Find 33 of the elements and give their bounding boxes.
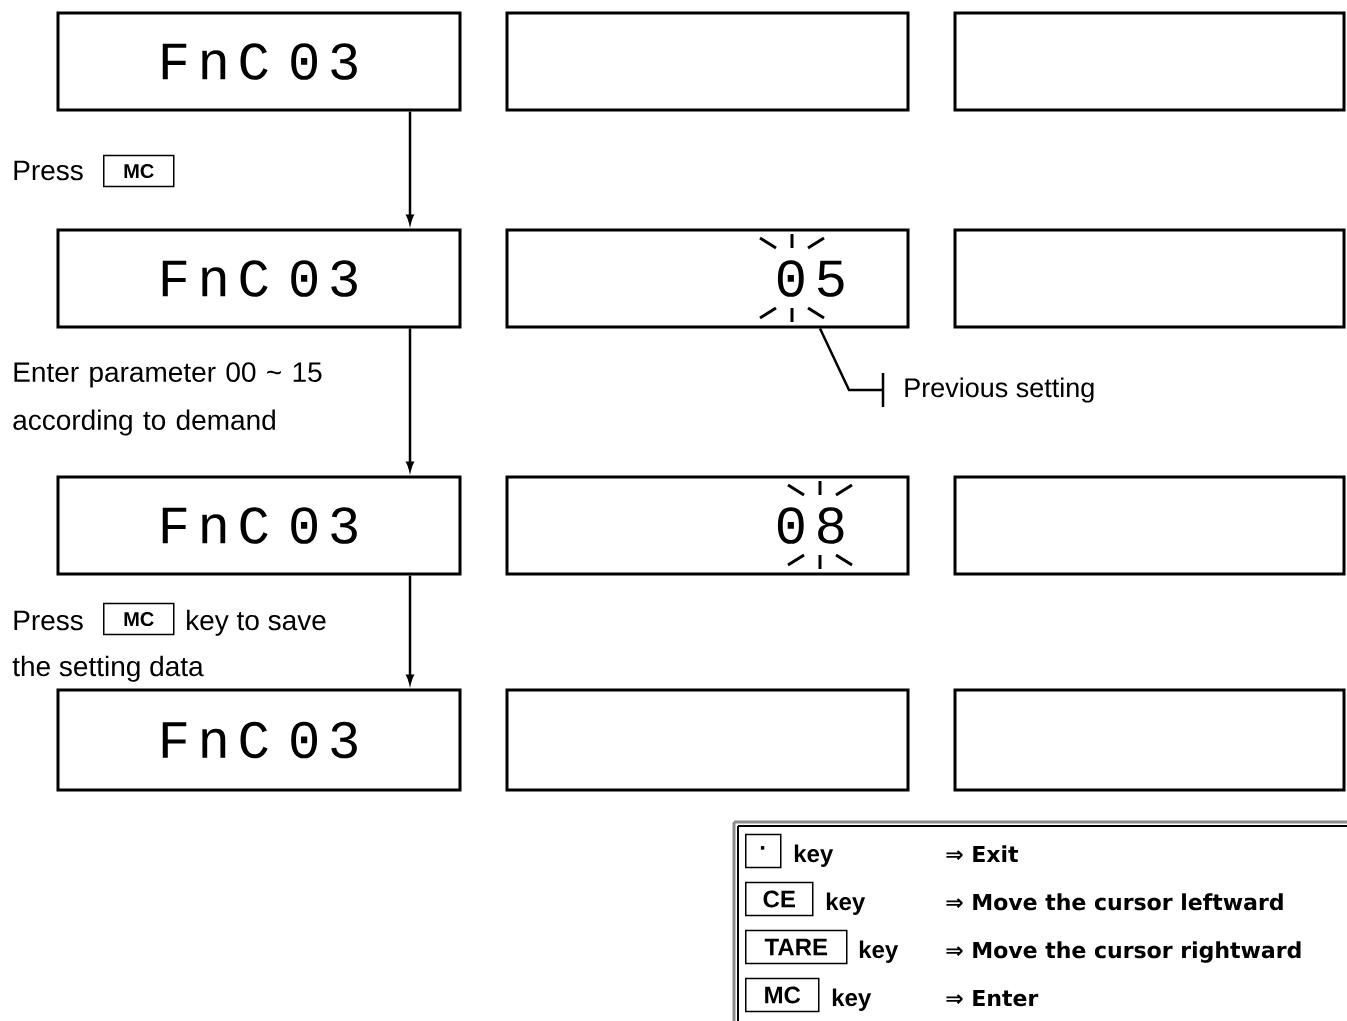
leader-line [818,327,885,407]
key-box: MC [745,977,820,1013]
instruction-text: key to save [187,609,326,636]
display-box: FnC 03 [56,11,462,112]
instruction-text: Enter parameter 00 ~ 15 according to demand [13,362,322,436]
display-box: FnC 03 [56,688,462,792]
instruction-text: the setting data [12,655,204,682]
function-text: ⇒ Enter [946,989,1039,1007]
key-text: key [859,940,899,963]
key-box: CE [745,881,814,917]
instruction-text: Press [14,160,83,181]
function-text: ⇒ Move the cursor rightward [946,941,1301,963]
key-text: key [826,892,866,915]
display-box [505,688,910,792]
display-box [953,11,1346,112]
display-box [953,475,1346,576]
instruction-text: Press [14,610,83,631]
callout-text: Previous setting [905,377,1094,403]
display-box: FnC 03 [56,475,462,576]
function-text: ⇒ Move the cursor leftward [946,893,1283,911]
display-box: 08 [505,475,910,576]
display-box: 05 [505,228,910,329]
key-box: MC [103,602,175,636]
key-box: TARE [745,929,848,965]
display-box [953,688,1346,792]
key-text: key [794,844,834,867]
key-box: · [745,833,782,869]
display-box [953,228,1346,329]
key-box: MC [103,154,175,188]
display-box [505,11,910,112]
display-box: FnC 03 [56,228,462,329]
function-text: ⇒ Exit [946,845,1019,862]
key-text: key [832,988,872,1011]
